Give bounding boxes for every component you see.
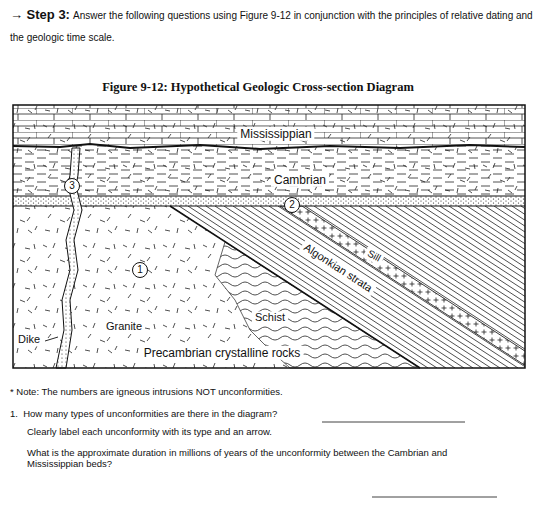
- strata-line: [413, 206, 555, 368]
- callout-number: 2: [284, 197, 300, 213]
- contact-line: [13, 196, 525, 197]
- note-text: * Note: The numbers are igneous intrusio…: [10, 386, 283, 397]
- strata-line: [179, 206, 428, 368]
- question-text: Clearly label each unconformity with its…: [27, 426, 272, 437]
- question-text: 1. How many types of unconformities are …: [10, 408, 277, 419]
- strata-lines: [170, 206, 555, 368]
- dike-ground: [56, 148, 82, 368]
- rock-label: Schist: [252, 311, 288, 324]
- strata-line: [521, 206, 555, 368]
- strata-line: [170, 206, 419, 368]
- rock-label: Granite: [103, 320, 145, 333]
- erosion-surface: [13, 144, 525, 149]
- strata-line: [422, 206, 555, 368]
- step-heading: → Step 3:: [10, 7, 70, 22]
- strata-line: [548, 206, 555, 368]
- strata-line: [512, 206, 555, 368]
- question-text: What is the approximate duration in mill…: [27, 447, 497, 470]
- rock-label: Dike: [15, 333, 43, 346]
- dike: [56, 148, 82, 368]
- algonkian-strata-ground: [170, 206, 525, 368]
- layer-label: Cambrian: [271, 173, 329, 187]
- callout-number: 3: [64, 178, 80, 194]
- answer-line: [322, 422, 465, 423]
- strata-line: [368, 206, 555, 368]
- layer-label: Mississippian: [237, 127, 314, 141]
- contact-line: [13, 205, 525, 206]
- callout-text: 2: [289, 200, 295, 210]
- figure-title: Figure 9-12: Hypothetical Geologic Cross…: [102, 80, 414, 95]
- rock-layers: [13, 105, 555, 368]
- callout-text: 1: [137, 265, 143, 275]
- mississippian-limestone: [13, 105, 525, 149]
- callout-text: 3: [69, 181, 75, 191]
- strata-line: [530, 206, 555, 368]
- step-instructions: Answer the following questions using Fig…: [10, 10, 535, 43]
- answer-line: [372, 497, 497, 498]
- sandstone-ground: [13, 196, 525, 206]
- step-header: → Step 3:Answer the following questions …: [10, 3, 540, 46]
- leader-line: [45, 337, 58, 341]
- cambrian-shale: [13, 144, 525, 196]
- nonconformity-contact: [170, 206, 420, 368]
- crystalline-rock: [13, 105, 525, 368]
- rock-label: Precambrian crystalline rocks: [141, 346, 304, 360]
- strata-line: [476, 206, 555, 368]
- callout-number: 1: [132, 262, 148, 278]
- sandstone-band: [13, 196, 525, 206]
- strata-line: [188, 206, 437, 368]
- strata-line: [539, 206, 555, 368]
- figure-frame: [13, 105, 525, 368]
